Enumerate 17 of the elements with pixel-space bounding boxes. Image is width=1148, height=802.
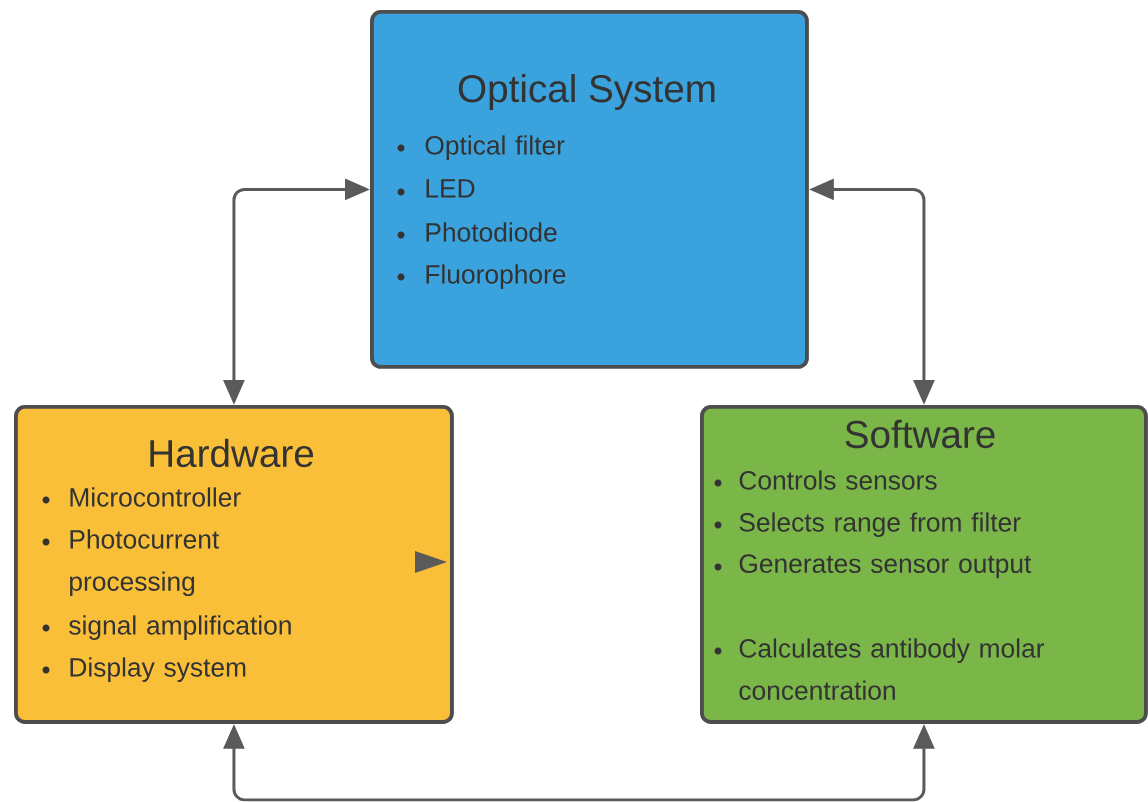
bullet-item: Selects range from filter: [714, 512, 1021, 537]
bullet-item: Microcontroller: [42, 487, 241, 507]
bullet-item: LED: [397, 179, 475, 198]
box-heading: Software: [845, 419, 995, 449]
process-box: [700, 405, 1148, 724]
bullet-item: Photodiode: [397, 222, 557, 242]
bullet-item: Generates sensor output: [714, 554, 1032, 579]
bullet-item: Fluorophore: [397, 264, 566, 289]
bullet-item: Display system: [42, 657, 246, 682]
bullet-item: Calculates antibody molar concentration: [714, 638, 1045, 700]
bullet-item: Optical filter: [397, 135, 565, 160]
process-box: [370, 10, 809, 369]
bullet-item: signal amplification: [42, 615, 291, 640]
box-heading: Optical System: [458, 73, 715, 110]
bullet-item: Controls sensors: [714, 470, 937, 490]
box-heading: Hardware: [150, 438, 314, 468]
process-box: [14, 405, 454, 724]
